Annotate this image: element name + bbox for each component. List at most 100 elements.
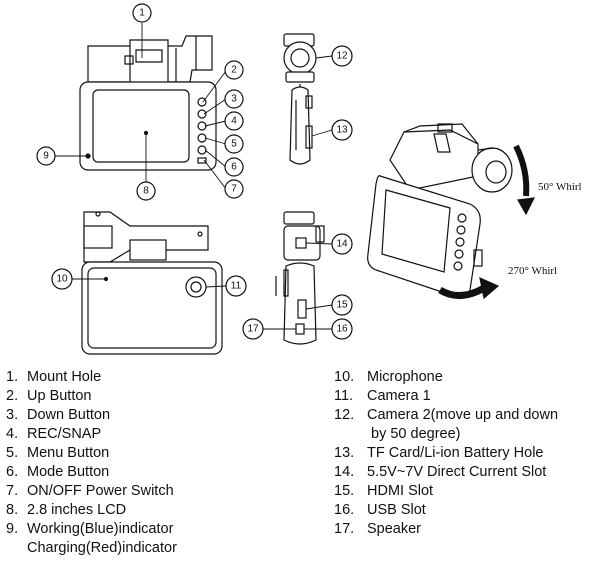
callout-7: 7 bbox=[224, 179, 244, 199]
legend-text: ON/OFF Power Switch bbox=[27, 483, 174, 499]
callout-14-label: 14 bbox=[336, 239, 348, 250]
legend-text: Down Button bbox=[27, 407, 111, 423]
legend-text: Speaker bbox=[367, 521, 422, 537]
legend-item-6: 6. Mode Button bbox=[6, 463, 306, 482]
callout-14: 14 bbox=[331, 233, 353, 255]
legend-text: 5.5V~7V Direct Current Slot bbox=[367, 464, 547, 480]
callout-9: 9 bbox=[36, 146, 56, 166]
callout-1: 1 bbox=[132, 3, 152, 23]
legend-num: 13. bbox=[334, 445, 355, 461]
legend-item-5: 5. Menu Button bbox=[6, 444, 306, 463]
callout-12-label: 12 bbox=[336, 51, 348, 62]
perspective-view bbox=[367, 123, 513, 298]
side-view-top bbox=[283, 33, 317, 165]
legend-num: 10. bbox=[334, 369, 355, 385]
legend-text: Mount Hole bbox=[27, 369, 102, 385]
legend-num: 6. bbox=[6, 464, 19, 480]
callout-13-label: 13 bbox=[336, 125, 348, 136]
legend-item-1: 1. Mount Hole bbox=[6, 368, 306, 387]
legend-item-17: 17. Speaker bbox=[334, 520, 600, 539]
legend-right: 10. Microphone 11. Camera 1 12. Camera 2(mo… bbox=[334, 368, 600, 539]
legend-num: 4. bbox=[6, 426, 19, 442]
legend-num: 2. bbox=[6, 388, 19, 404]
legend-text: Working(Blue)indicator bbox=[27, 521, 174, 537]
callout-7-label: 7 bbox=[231, 184, 237, 195]
callout-6: 6 bbox=[224, 157, 244, 177]
callout-15: 15 bbox=[331, 294, 353, 316]
callout-6-label: 6 bbox=[231, 162, 237, 173]
callout-16: 16 bbox=[331, 318, 353, 340]
rotation-label-270: 270° Whirl bbox=[508, 265, 557, 277]
legend-item-13: 13. TF Card/Li-ion Battery Hole bbox=[334, 444, 600, 463]
callout-8: 8 bbox=[136, 181, 156, 201]
legend-item-4: 4. REC/SNAP bbox=[6, 425, 306, 444]
legend-num: 9. bbox=[6, 521, 19, 537]
legend-num: 12. bbox=[334, 407, 355, 423]
back-view bbox=[81, 211, 223, 355]
legend-item-10: 10. Microphone bbox=[334, 368, 600, 387]
legend-text: REC/SNAP bbox=[27, 426, 102, 442]
legend-num: 3. bbox=[6, 407, 19, 423]
callout-4-label: 4 bbox=[231, 116, 237, 127]
legend-text: Camera 1 bbox=[367, 388, 431, 404]
legend-num: 8. bbox=[6, 502, 19, 518]
leader-lines bbox=[55, 23, 333, 330]
legend-item-14: 14. 5.5V~7V Direct Current Slot bbox=[334, 463, 600, 482]
legend-num: 16. bbox=[334, 502, 355, 518]
legend-item-7: 7. ON/OFF Power Switch bbox=[6, 482, 306, 501]
callout-1-label: 1 bbox=[139, 8, 145, 19]
callout-17: 17 bbox=[242, 318, 264, 340]
legend-text: Microphone bbox=[367, 369, 443, 385]
legend-item-9-continued: Charging(Red)indicator bbox=[27, 540, 177, 556]
callout-10-label: 10 bbox=[56, 274, 68, 285]
callout-3-label: 3 bbox=[231, 94, 237, 105]
legend-text: USB Slot bbox=[367, 502, 426, 518]
legend-left: 1. Mount Hole 2. Up Button 3. Down Button 4… bbox=[6, 368, 306, 558]
callout-15-label: 15 bbox=[336, 300, 348, 311]
front-view bbox=[79, 35, 217, 171]
callout-10: 10 bbox=[51, 268, 73, 290]
rotation-label-50: 50° Whirl bbox=[538, 181, 582, 193]
legend-text: HDMI Slot bbox=[367, 483, 434, 499]
legend-item-16: 16. USB Slot bbox=[334, 501, 600, 520]
legend-num: 1. bbox=[6, 369, 19, 385]
legend-num: 5. bbox=[6, 445, 19, 461]
legend-item-15: 15. HDMI Slot bbox=[334, 482, 600, 501]
legend-item-11: 11. Camera 1 bbox=[334, 387, 600, 406]
callout-4: 4 bbox=[224, 111, 244, 131]
legend-item-12-continued: by 50 degree) bbox=[371, 426, 461, 442]
callout-16-label: 16 bbox=[336, 324, 348, 335]
legend-num: 14. bbox=[334, 464, 355, 480]
legend-text: 2.8 inches LCD bbox=[27, 502, 127, 518]
callout-5-label: 5 bbox=[231, 139, 237, 150]
legend-text: Camera 2(move up and down bbox=[367, 407, 559, 423]
callout-3: 3 bbox=[224, 89, 244, 109]
legend-text: Menu Button bbox=[27, 445, 110, 461]
rotation-arrow-270 bbox=[438, 276, 500, 300]
legend-text: Up Button bbox=[27, 388, 92, 404]
rotation-arrow-50 bbox=[513, 144, 536, 216]
callout-8-label: 8 bbox=[143, 186, 149, 197]
side-view-bottom bbox=[275, 211, 325, 345]
legend-item-3: 3. Down Button bbox=[6, 406, 306, 425]
legend-num: 15. bbox=[334, 483, 355, 499]
callout-5: 5 bbox=[224, 134, 244, 154]
callout-17-label: 17 bbox=[247, 324, 259, 335]
legend-num: 17. bbox=[334, 521, 355, 537]
legend-num: 7. bbox=[6, 483, 19, 499]
callout-2-label: 2 bbox=[231, 65, 237, 76]
callout-11-label: 11 bbox=[231, 281, 242, 292]
legend-num: 11. bbox=[334, 388, 354, 404]
callout-12: 12 bbox=[331, 45, 353, 67]
legend-item-9: 9. Working(Blue)indicator bbox=[6, 520, 306, 539]
callout-11: 11 bbox=[225, 275, 247, 297]
legend-item-12: 12. Camera 2(move up and down bbox=[334, 406, 600, 425]
callout-13: 13 bbox=[331, 119, 353, 141]
legend-text: Mode Button bbox=[27, 464, 110, 480]
legend-item-8: 8. 2.8 inches LCD bbox=[6, 501, 306, 520]
callout-2: 2 bbox=[224, 60, 244, 80]
callout-9-label: 9 bbox=[43, 151, 49, 162]
legend-text: TF Card/Li-ion Battery Hole bbox=[367, 445, 544, 461]
legend-item-2: 2. Up Button bbox=[6, 387, 306, 406]
